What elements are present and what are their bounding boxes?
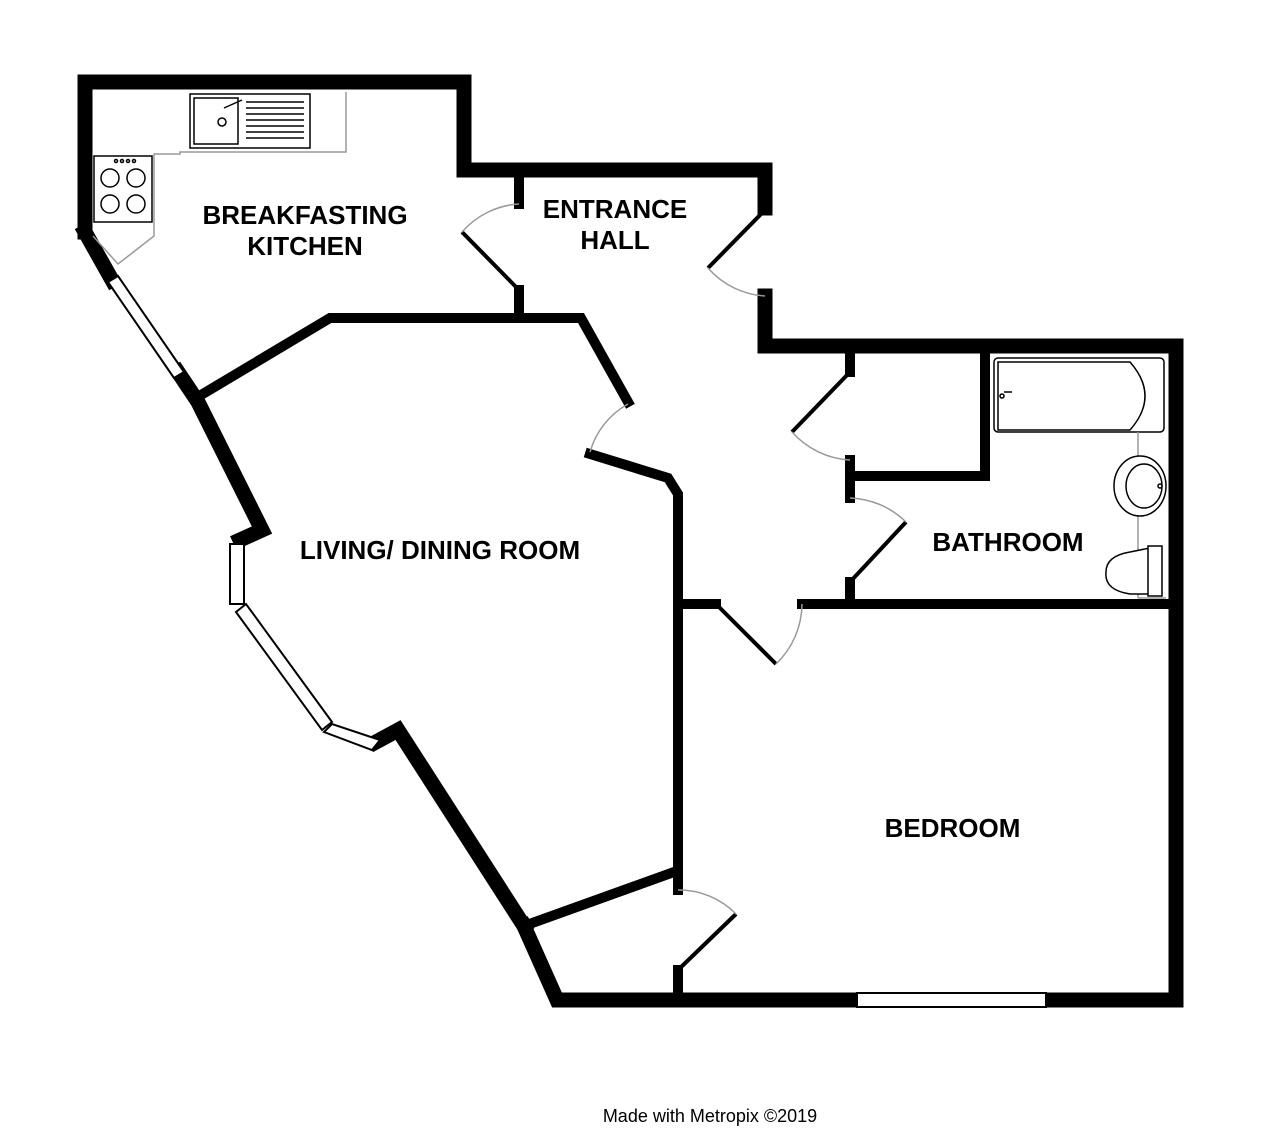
wall-cupboard (517, 865, 681, 933)
room-label-hall: ENTRANCE HALL (530, 194, 700, 256)
internal-walls (189, 175, 1181, 1001)
door-front (706, 208, 767, 270)
wall-southwest (365, 720, 535, 937)
room-label-bedroom: BEDROOM (884, 813, 1021, 843)
kitchen-label-line2: KITCHEN (247, 231, 363, 261)
door-kitchen (460, 230, 521, 292)
hall-label-line2: HALL (580, 225, 650, 255)
door-bathroom (848, 520, 908, 584)
wall-west-mid (167, 361, 273, 550)
window-bay-3 (322, 722, 382, 752)
windows (106, 274, 1047, 1008)
room-label-living: LIVING/ DINING ROOM (299, 535, 581, 565)
door-store (676, 912, 738, 972)
window-kitchen (106, 274, 186, 380)
drainer-icon (246, 101, 304, 139)
window-bedroom (856, 992, 1047, 1008)
wall-living-north (189, 313, 635, 409)
hall-label-line1: ENTRANCE (542, 194, 688, 224)
worktop-outline (92, 92, 347, 266)
wall-cupboard-box (845, 349, 990, 481)
door-cupboard-upper (790, 370, 852, 434)
door-bedroom (716, 604, 778, 666)
kitchen-label-line1: BREAKFASTING (202, 200, 408, 230)
window-bay-1 (229, 543, 245, 605)
room-label-kitchen: BREAKFASTING KITCHEN (190, 200, 420, 262)
wall-west-upper (74, 221, 123, 291)
outer-walls (74, 74, 1184, 1008)
wall-kitchen-top (77, 74, 773, 240)
window-bay-2 (234, 602, 334, 732)
room-label-bathroom: BATHROOM (932, 527, 1084, 557)
kitchen-fixtures (92, 92, 347, 266)
hob-icon (93, 155, 153, 223)
wall-living-east (583, 447, 683, 895)
bathroom-fixtures (993, 357, 1167, 599)
toilet-icon (1105, 547, 1151, 595)
wall-bedroom-south (514, 916, 865, 1008)
wall-hall-east (757, 288, 1184, 1008)
credit-text: Made with Metropix ©2019 (602, 1106, 818, 1126)
doors (460, 203, 908, 972)
